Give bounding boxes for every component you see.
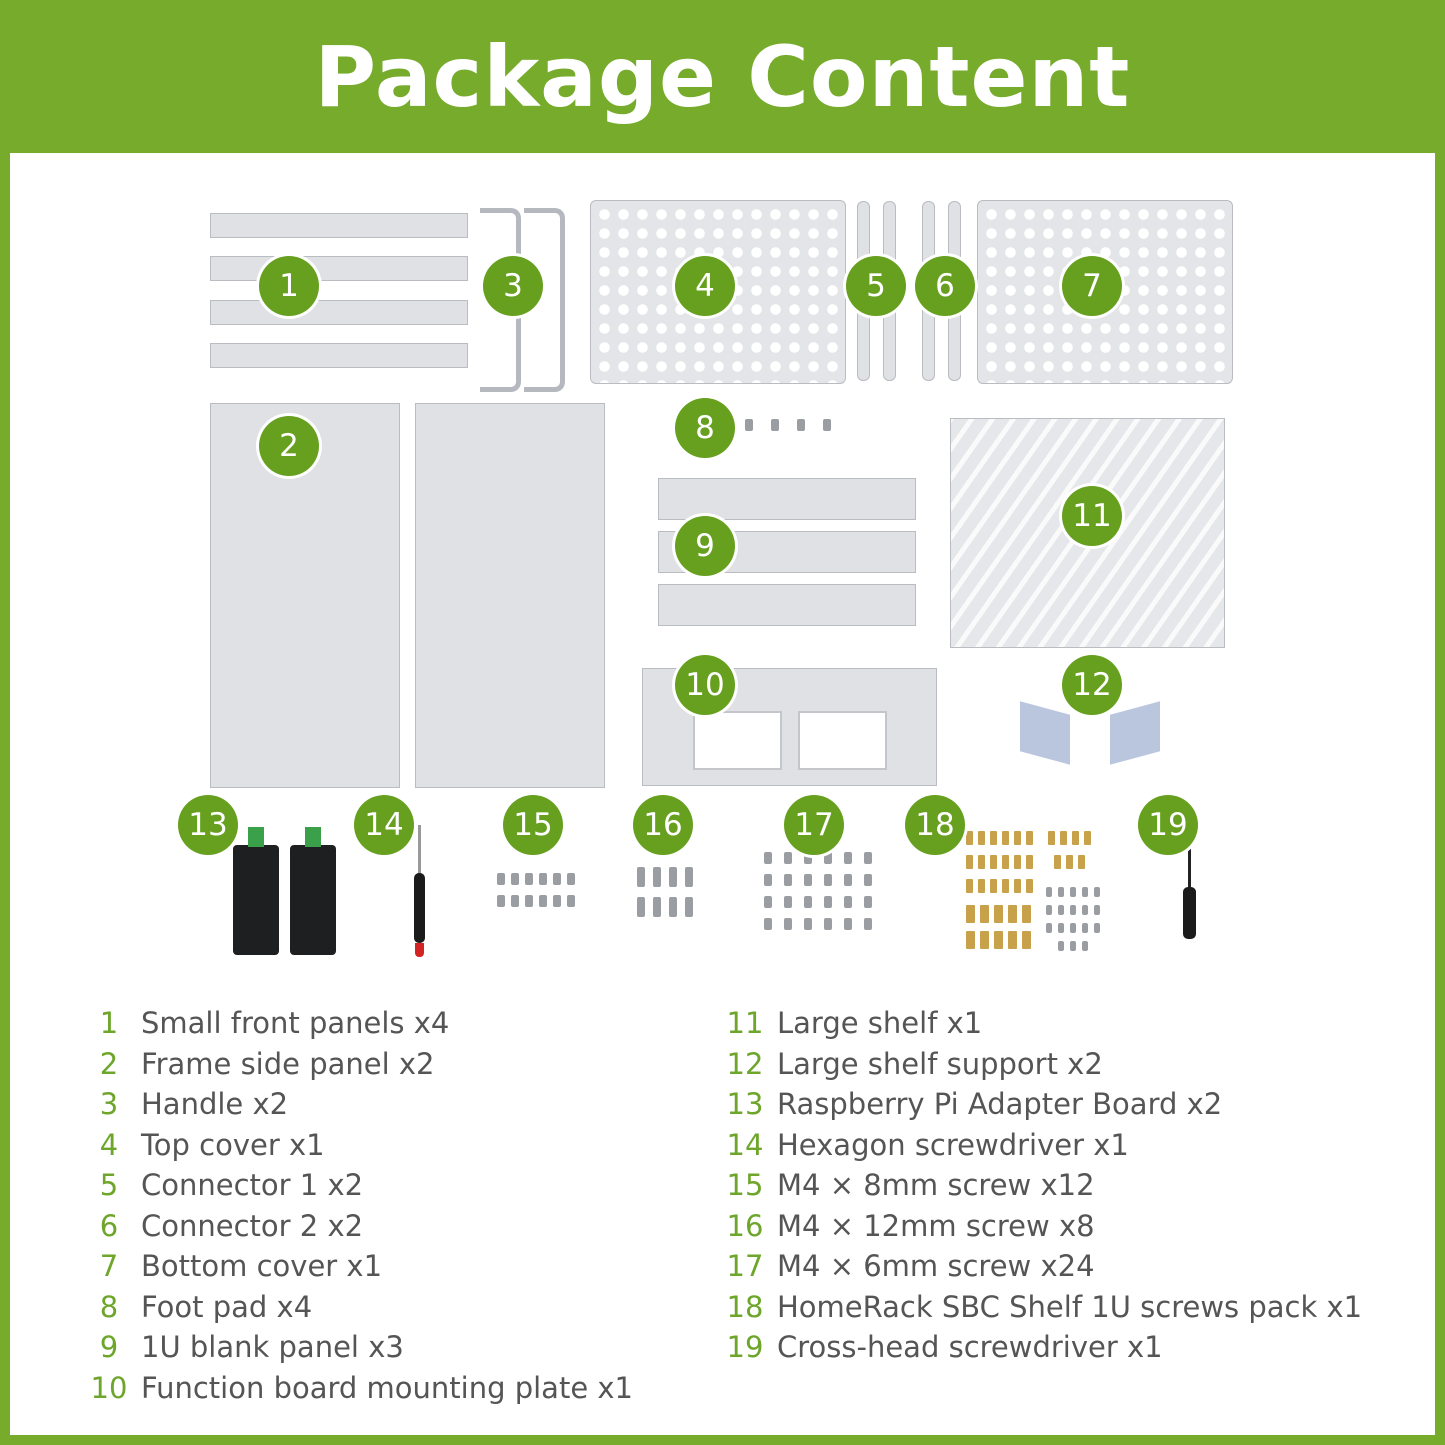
frame-side-panel-image (415, 403, 605, 788)
badge-17: 17 (784, 795, 844, 855)
page-title: Package Content (314, 28, 1131, 126)
badge-1: 1 (259, 256, 319, 316)
m4-12mm-screws-image (635, 865, 700, 923)
m4-6mm-screws-image (760, 848, 890, 938)
badge-10: 10 (675, 655, 735, 715)
badge-16: 16 (633, 795, 693, 855)
badge-3: 3 (483, 256, 543, 316)
cross-head-screwdriver-image (1180, 843, 1200, 943)
hexagon-screwdriver-image (410, 825, 430, 960)
badge-18: 18 (905, 795, 965, 855)
badge-2: 2 (259, 416, 319, 476)
content-panel: 1 2 3 4 5 6 7 8 9 10 11 12 13 14 15 16 1… (10, 153, 1435, 1435)
screws-pack-image (960, 825, 1110, 960)
small-front-panels-image (210, 213, 468, 369)
badge-6: 6 (915, 256, 975, 316)
badge-8: 8 (675, 398, 735, 458)
shelf-supports-image (1015, 701, 1175, 768)
badge-7: 7 (1062, 256, 1122, 316)
m4-8mm-screws-image (495, 871, 585, 919)
badge-12: 12 (1062, 655, 1122, 715)
badge-14: 14 (354, 795, 414, 855)
badge-15: 15 (503, 795, 563, 855)
foot-pads-image (735, 415, 835, 443)
adapter-boards-image (230, 825, 350, 960)
badge-19: 19 (1138, 795, 1198, 855)
badge-4: 4 (675, 256, 735, 316)
badge-9: 9 (675, 516, 735, 576)
badge-5: 5 (846, 256, 906, 316)
badge-11: 11 (1062, 486, 1122, 546)
badge-13: 13 (178, 795, 238, 855)
